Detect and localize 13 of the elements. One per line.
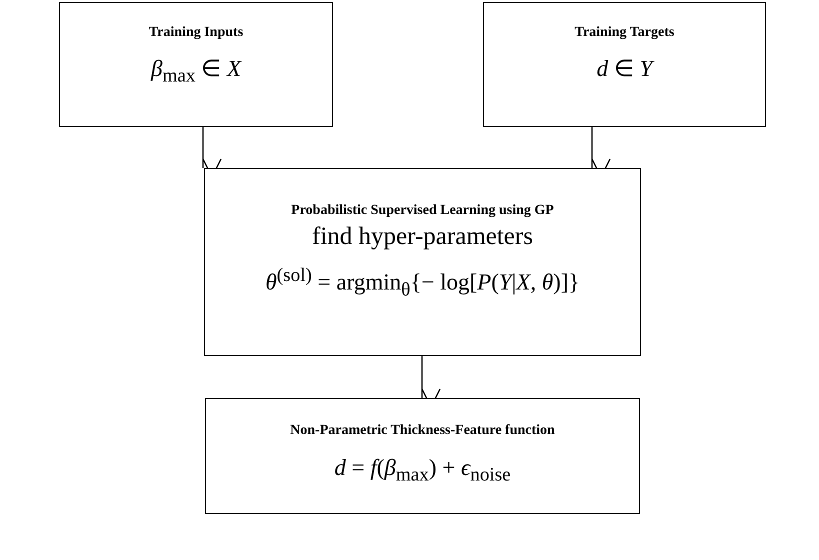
formula: d = f(β$_{max}$) + ϵ$_{noise}$ xyxy=(334,455,511,487)
formula: θ$^{(sol)}$ = argmin$_{θ}${− log[P(Y|X, θ)]} xyxy=(265,265,580,302)
process-box xyxy=(205,398,640,514)
box-heading: Training Inputs xyxy=(148,25,244,41)
box-heading: Probabilistic Supervised Learning using GP xyxy=(291,203,554,219)
process-box xyxy=(483,2,766,127)
formula: β$_{max}$ ∈ X xyxy=(150,55,241,88)
formula: d ∈ Y xyxy=(596,55,652,82)
box-heading: Training Targets xyxy=(574,25,674,41)
process-box xyxy=(59,2,333,127)
process-box xyxy=(204,168,641,356)
box-text: find hyper-parameters xyxy=(312,223,533,251)
box-heading: Non-Parametric Thickness-Feature function xyxy=(290,423,555,439)
